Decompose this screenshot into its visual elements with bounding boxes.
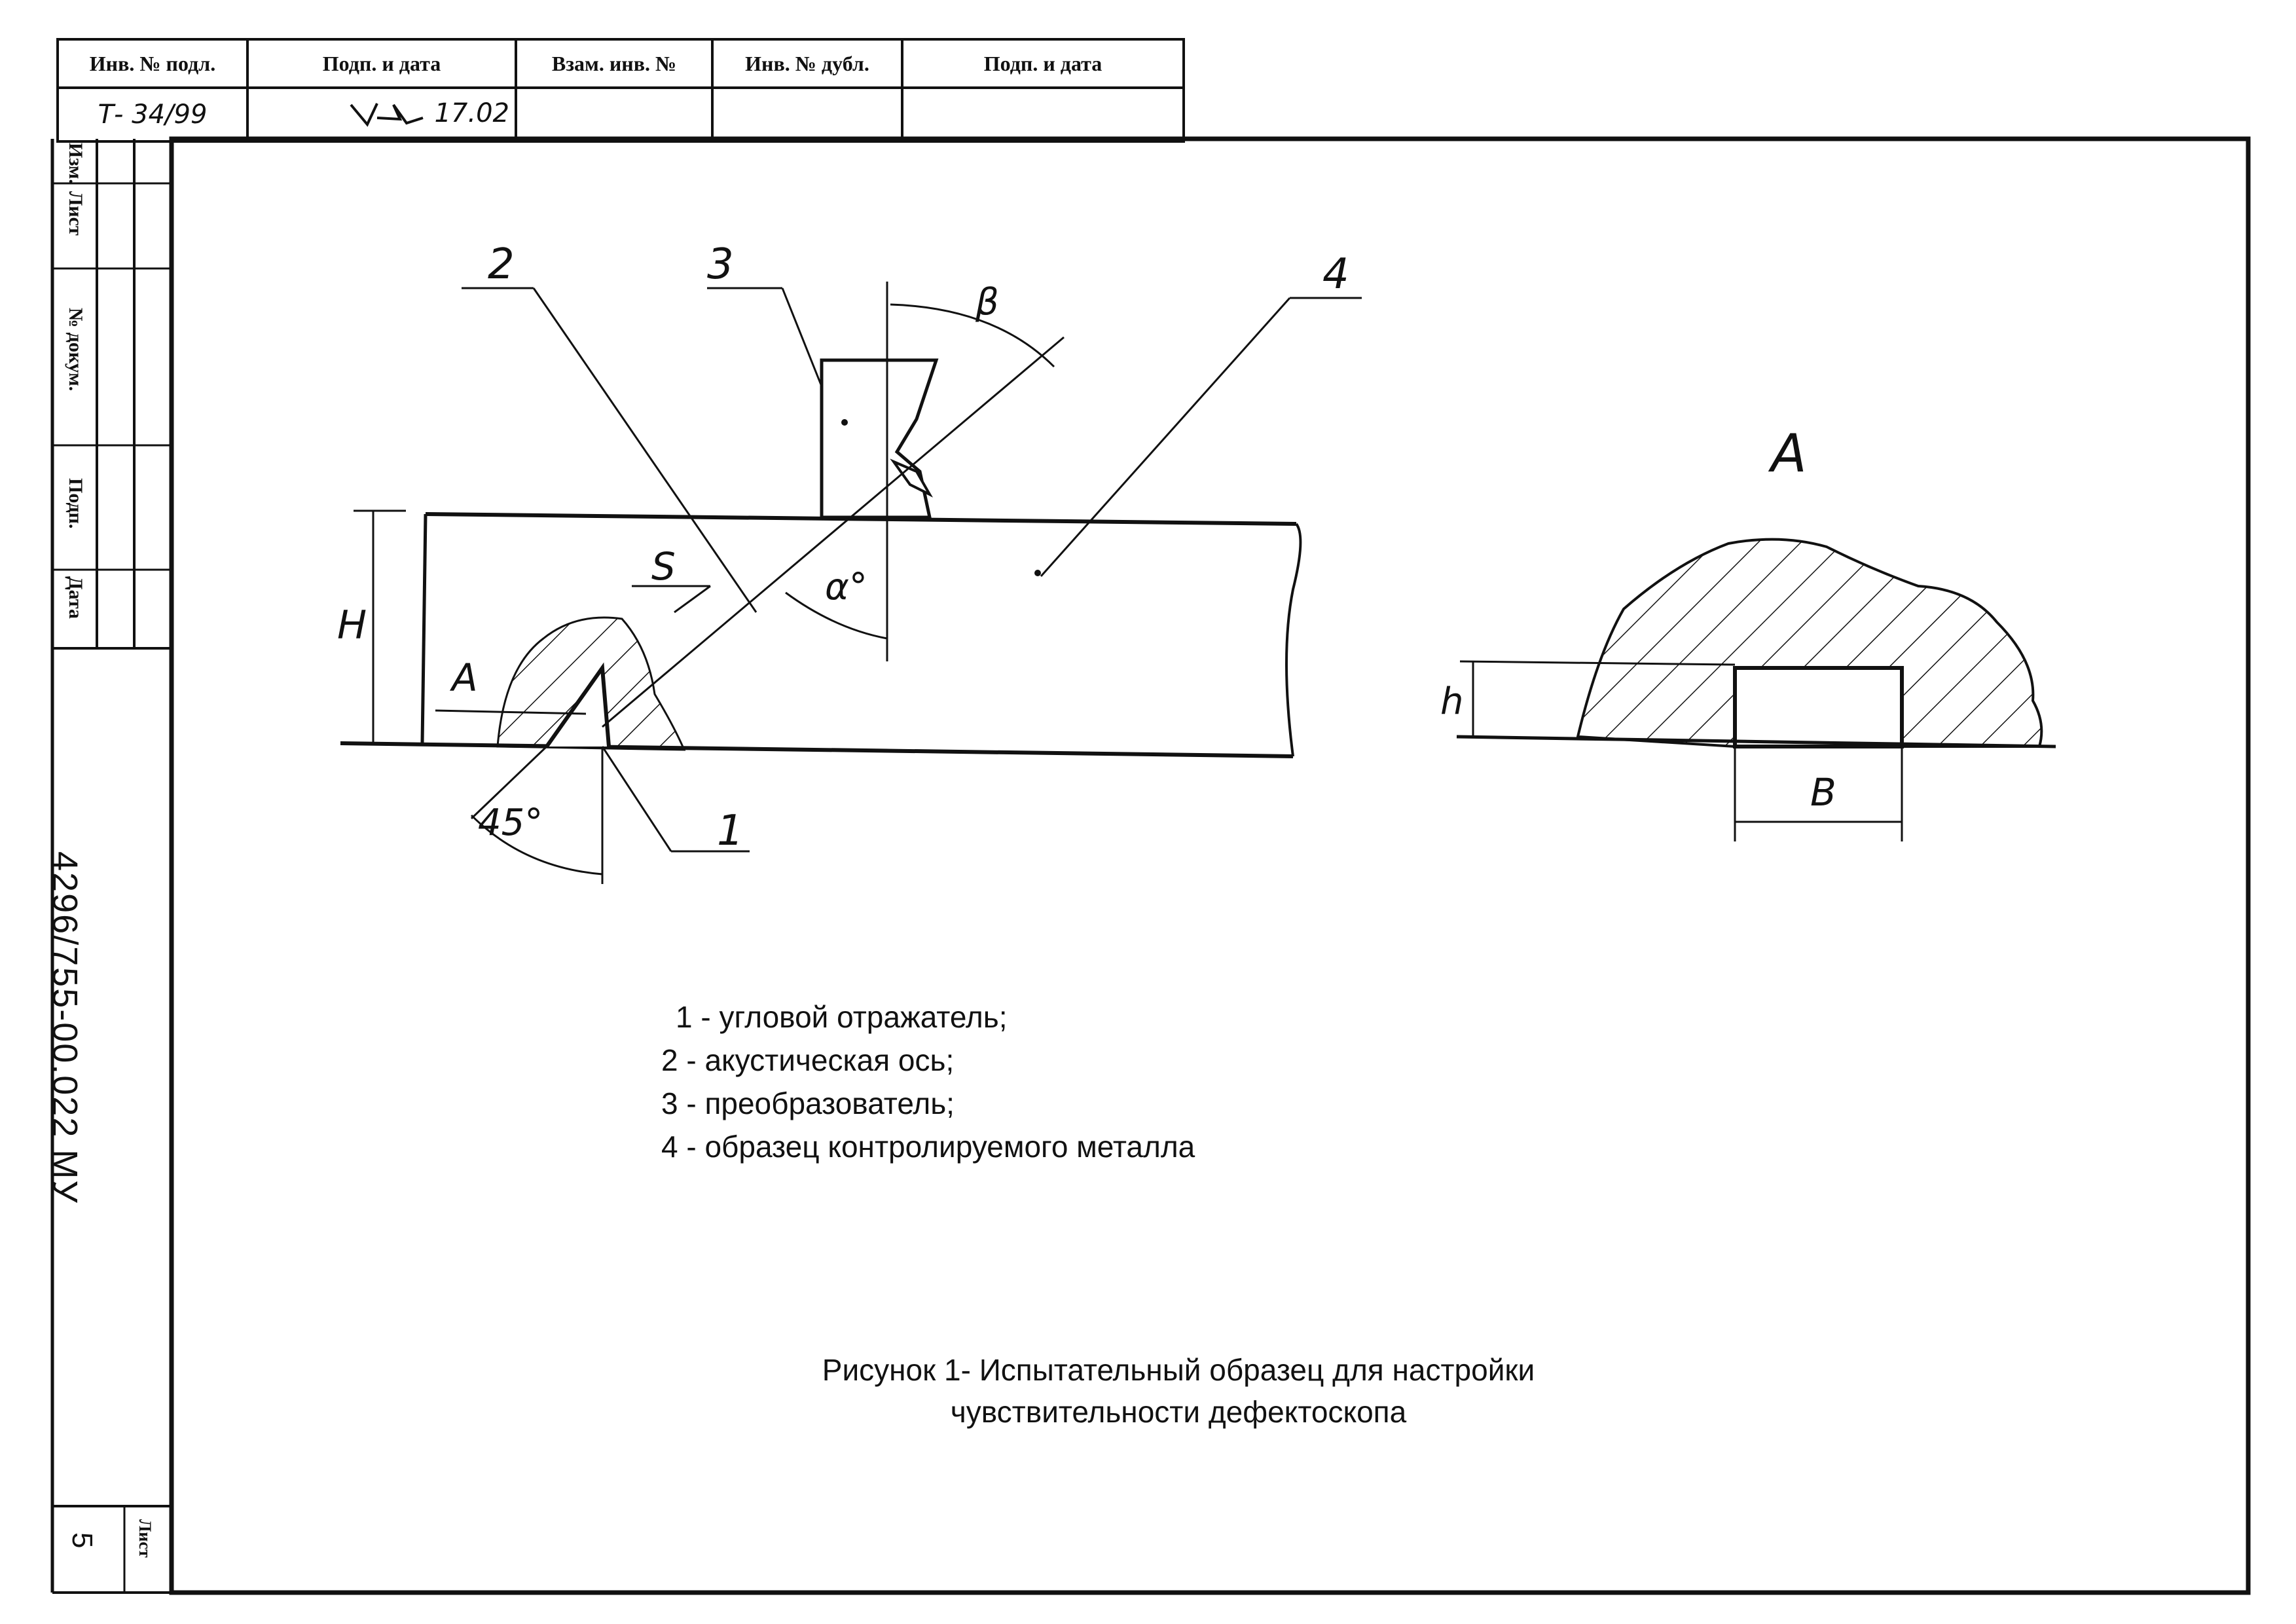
s-label: S	[651, 544, 676, 589]
beta-label: β	[975, 281, 999, 323]
alpha-label: α°	[825, 566, 867, 608]
b-label: B	[1810, 770, 1836, 815]
legend-item-2: 2 - акустическая ось;	[661, 1043, 955, 1077]
stamp-header-inv-dubl: Инв. № дубл.	[711, 38, 903, 89]
stamp-value-inv-podl: Т- 34/99	[56, 86, 249, 143]
legend-item-1: 1 - угловой отражатель;	[676, 1000, 1008, 1034]
stamp-value-podp-data-2	[901, 86, 1185, 143]
figure-legend: 1 - угловой отражатель; 2 - акустическая…	[661, 995, 1195, 1168]
detail-a-title: A	[1768, 423, 1807, 484]
legend-item-4: 4 - образец контролируемого металла	[661, 1130, 1195, 1164]
specimen-block	[340, 512, 1302, 758]
callout-label-2: 2	[488, 240, 515, 289]
stamp-table: Инв. № подл. Подп. и дата Взам. инв. № И…	[56, 38, 1185, 143]
detail-a-notch	[1733, 666, 1904, 748]
callout-label-1: 1	[717, 807, 744, 855]
legend-item-3: 3 - преобразователь;	[661, 1086, 955, 1120]
signature-icon	[350, 103, 424, 127]
stamp-value-inv-dubl	[711, 86, 903, 143]
a-left-label: A	[449, 655, 478, 700]
h-small-label: h	[1440, 680, 1464, 723]
caption-line-1: Рисунок 1- Испытательный образец для нас…	[822, 1353, 1535, 1387]
stamp-header-inv-podl: Инв. № подл.	[56, 38, 249, 89]
stamp-header-podp-data: Подп. и дата	[246, 38, 517, 89]
corner-reflector	[545, 662, 611, 748]
h-dimension-label: H	[337, 602, 367, 648]
angle-45-label: 45°	[478, 802, 543, 844]
callout-label-4: 4	[1322, 250, 1349, 299]
figure-caption: Рисунок 1- Испытательный образец для нас…	[740, 1349, 1617, 1433]
stamp-date: 17.02	[434, 98, 509, 128]
stamp-header-vzam-inv: Взам. инв. №	[515, 38, 714, 89]
caption-line-2: чувствительности дефектоскопа	[950, 1395, 1407, 1429]
detail-a-hatched	[1576, 538, 2043, 748]
callout-label-3: 3	[707, 240, 734, 289]
transducer	[820, 358, 939, 519]
stamp-header-podp-data-2: Подп. и дата	[901, 38, 1185, 89]
